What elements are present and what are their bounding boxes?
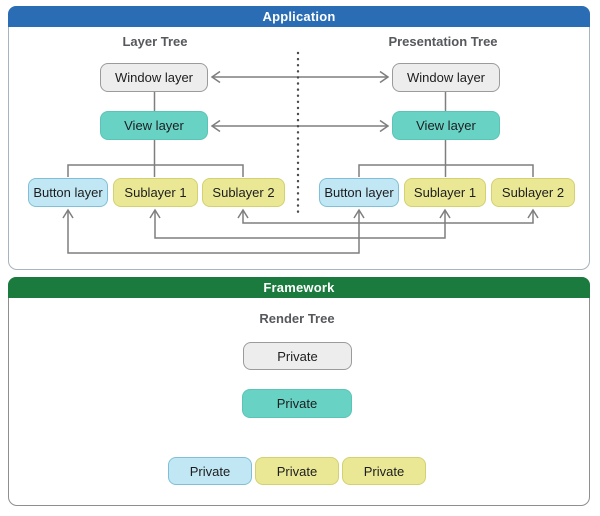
layer-tree-button-layer-node: Button layer (28, 178, 108, 207)
presentation-tree-sublayer-1-node: Sublayer 1 (404, 178, 486, 207)
layer-tree-sublayer-1-node: Sublayer 1 (113, 178, 198, 207)
layer-tree-view-layer-node: View layer (100, 111, 208, 140)
layer-tree-window-layer-node: Window layer (100, 63, 208, 92)
framework-panel-header: Framework (8, 277, 590, 298)
render-tree-middle-private-node: Private (242, 389, 352, 418)
presentation-tree-view-layer-node: View layer (392, 111, 500, 140)
presentation-tree-label: Presentation Tree (388, 34, 498, 49)
layer-tree-label: Layer Tree (122, 34, 188, 49)
application-panel-header: Application (8, 6, 590, 27)
layer-tree-sublayer-2-node: Sublayer 2 (202, 178, 285, 207)
presentation-tree-button-layer-node: Button layer (319, 178, 399, 207)
render-tree-label: Render Tree (259, 311, 335, 326)
render-tree-child-3-private-node: Private (342, 457, 426, 485)
render-tree-child-2-private-node: Private (255, 457, 339, 485)
presentation-tree-sublayer-2-node: Sublayer 2 (491, 178, 575, 207)
render-tree-root-private-node: Private (243, 342, 352, 370)
presentation-tree-window-layer-node: Window layer (392, 63, 500, 92)
render-tree-child-1-private-node: Private (168, 457, 252, 485)
